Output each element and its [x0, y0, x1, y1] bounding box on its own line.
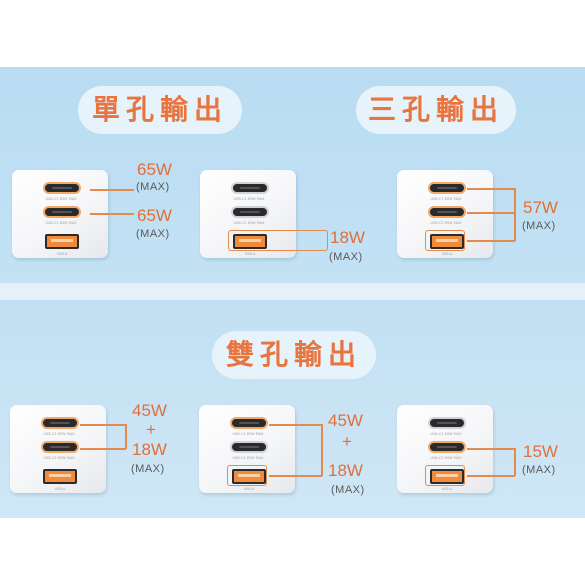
bracket-line [269, 475, 322, 477]
usb-c2-port [43, 206, 81, 218]
dual-cc-max: (MAX) [131, 463, 165, 475]
usb-c2-label: USB-C2 65W MAX [43, 456, 75, 460]
usb-a-label: USB-A [243, 487, 255, 491]
usb-c1-label: USB-C1 65W MAX [232, 432, 264, 436]
single-a-wattage: 18W [330, 228, 365, 247]
usb-c2-label: USB-C2 65W MAX [232, 456, 264, 460]
dual-cc-wattage-1: 45W [132, 401, 167, 420]
usb-c2-label: USB-C2 65W MAX [233, 221, 265, 225]
heading-triple-port: 三孔輸出 [356, 86, 516, 134]
bracket-line [80, 424, 126, 426]
usb-c2-label: USB-C2 65W MAX [430, 456, 462, 460]
bracket-line [467, 188, 515, 190]
usb-a-label: USB-A [244, 252, 256, 256]
usb-a-port [233, 234, 267, 249]
single-a-max: (MAX) [329, 251, 363, 263]
usb-a-label: USB-A [56, 252, 68, 256]
usb-c2-port [230, 441, 268, 453]
usb-c1-port [43, 182, 81, 194]
usb-a-port [232, 469, 266, 484]
bracket-line [467, 212, 515, 214]
triple-max: (MAX) [522, 220, 556, 232]
single-c2-wattage: 65W [137, 206, 172, 225]
usb-c1-label: USB-C1 65W MAX [43, 432, 75, 436]
dual-cc-wattage-2: 18W [132, 440, 167, 459]
bracket-line [467, 448, 515, 450]
single-c1-max: (MAX) [136, 181, 170, 193]
heading-single-port: 單孔輸出 [78, 86, 242, 134]
section-divider [0, 283, 585, 300]
usb-c1-label: USB-C1 65W MAX [45, 197, 77, 201]
charger-single-a: USB-C1 65W MAX USB-C2 65W MAX USB-A [200, 170, 296, 258]
highlight-box [425, 230, 465, 251]
usb-c1-label: USB-C1 65W MAX [430, 432, 462, 436]
usb-c2-port [428, 441, 466, 453]
dual-ca-wattage-1: 45W [328, 411, 363, 430]
bracket-line [321, 424, 323, 476]
usb-c2-port [41, 441, 79, 453]
highlight-box [425, 465, 465, 486]
bracket-line [125, 424, 127, 449]
bracket-line [514, 188, 516, 241]
dual-c2a-wattage: 15W [523, 442, 558, 461]
usb-c1-port [41, 417, 79, 429]
usb-c1-port [230, 417, 268, 429]
dual-ca-max: (MAX) [331, 484, 365, 496]
highlight-box [228, 230, 328, 251]
charger-dual-ca: USB-C1 65W MAX USB-C2 65W MAX USB-A [199, 405, 295, 493]
bracket-line [269, 424, 322, 426]
usb-a-port [43, 469, 77, 484]
usb-a-port [430, 234, 464, 249]
bracket-line [467, 240, 515, 242]
leader-line [90, 213, 134, 215]
dual-c2a-max: (MAX) [522, 464, 556, 476]
usb-a-port [45, 234, 79, 249]
usb-c1-label: USB-C1 65W MAX [233, 197, 265, 201]
leader-line [90, 189, 134, 191]
bracket-line [467, 475, 515, 477]
usb-c1-label: USB-C1 65W MAX [430, 197, 462, 201]
usb-c1-port [428, 182, 466, 194]
single-c2-max: (MAX) [136, 228, 170, 240]
bracket-line [514, 448, 516, 476]
dual-cc-plus: + [146, 420, 156, 439]
usb-c1-port [428, 417, 466, 429]
usb-c2-label: USB-C2 65W MAX [45, 221, 77, 225]
usb-a-label: USB-A [441, 487, 453, 491]
triple-wattage: 57W [523, 198, 558, 217]
bracket-line [80, 448, 126, 450]
usb-a-label: USB-A [54, 487, 66, 491]
usb-c1-port [231, 182, 269, 194]
heading-dual-port: 雙孔輸出 [212, 331, 376, 379]
usb-c2-label: USB-C2 65W MAX [430, 221, 462, 225]
highlight-box [227, 465, 267, 486]
usb-c2-port [428, 206, 466, 218]
usb-a-label: USB-A [441, 252, 453, 256]
dual-ca-plus: + [342, 432, 352, 451]
single-c1-wattage: 65W [137, 160, 172, 179]
usb-a-port [430, 469, 464, 484]
usb-c2-port [231, 206, 269, 218]
dual-ca-wattage-2: 18W [328, 461, 363, 480]
charger-triple: USB-C1 65W MAX USB-C2 65W MAX USB-A [397, 170, 493, 258]
